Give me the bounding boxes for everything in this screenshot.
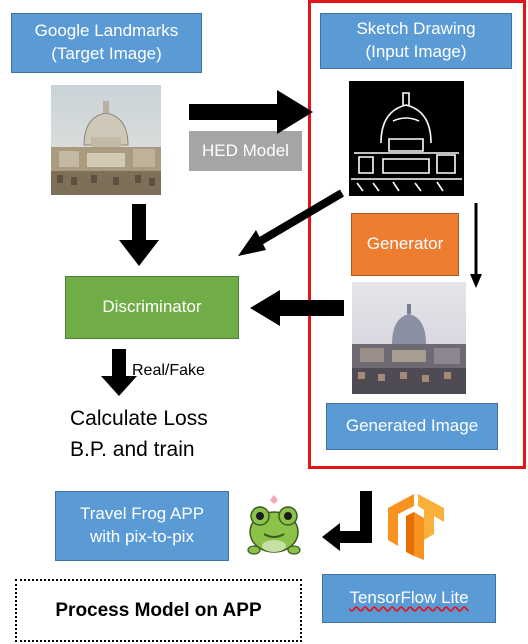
arrow-tensorflow-frog <box>322 491 372 551</box>
tensorflow-logo-icon <box>384 494 448 560</box>
target-image-label: Google Landmarks (Target Image) <box>11 13 202 73</box>
edge-sketch-icon <box>349 81 464 196</box>
arrow-sketch-discriminator <box>238 189 345 256</box>
hed-model-label: HED Model <box>189 131 302 171</box>
calculate-loss-label: Calculate Loss B.P. and train <box>70 406 208 462</box>
input-image-label: Sketch Drawing (Input Image) <box>320 13 512 69</box>
generated-photo-icon <box>352 282 466 394</box>
real-fake-label: Real/Fake <box>132 362 205 380</box>
arrow-real-fake <box>101 349 137 396</box>
generated-image-label: Generated Image <box>326 403 498 450</box>
arrow-hed <box>189 90 313 134</box>
discriminator-box: Discriminator <box>65 276 239 339</box>
process-model-box: Process Model on APP <box>15 579 302 642</box>
tensorflow-lite-label: TensorFlow Lite <box>322 574 496 623</box>
vatican-photo-icon <box>51 85 161 195</box>
arrow-target-discriminator <box>119 204 159 266</box>
arrow-generated-discriminator <box>250 290 344 326</box>
tensorflow-lite-text: TensorFlow Lite <box>349 588 469 608</box>
frog-icon <box>238 490 310 562</box>
travel-frog-label: Travel Frog APP with pix-to-pix <box>55 491 229 561</box>
generator-box: Generator <box>351 213 459 276</box>
pipeline-frame <box>308 0 526 469</box>
arrow-sketch-generated <box>470 203 482 288</box>
